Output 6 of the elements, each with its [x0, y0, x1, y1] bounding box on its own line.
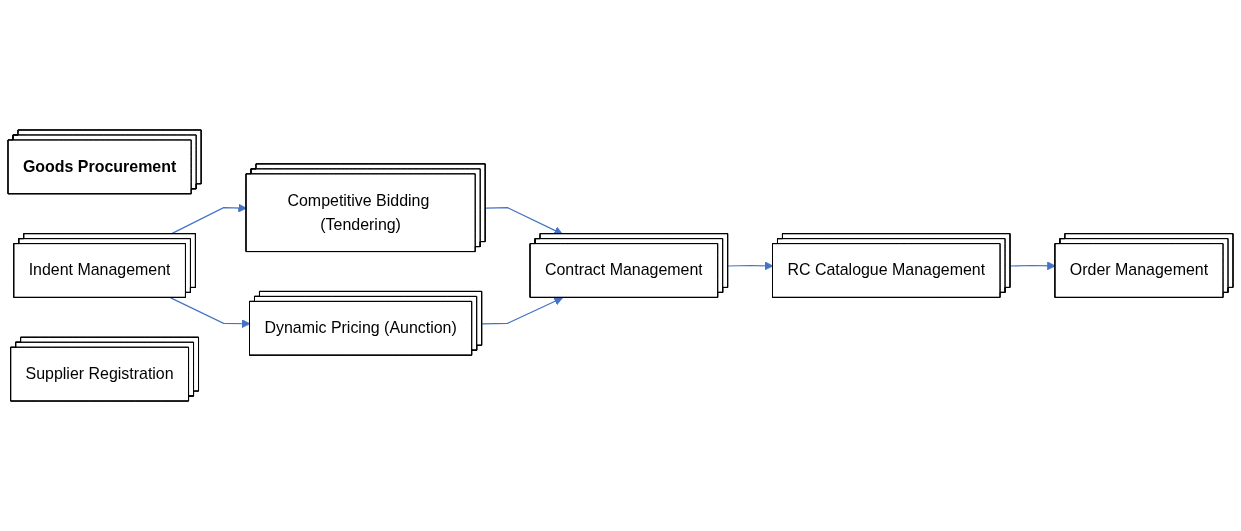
arrow: [485, 207, 563, 235]
arrow: [170, 297, 251, 329]
arrow: [170, 203, 247, 235]
arrow: [481, 297, 563, 325]
arrow: [1009, 261, 1056, 271]
arrow: [727, 261, 774, 271]
